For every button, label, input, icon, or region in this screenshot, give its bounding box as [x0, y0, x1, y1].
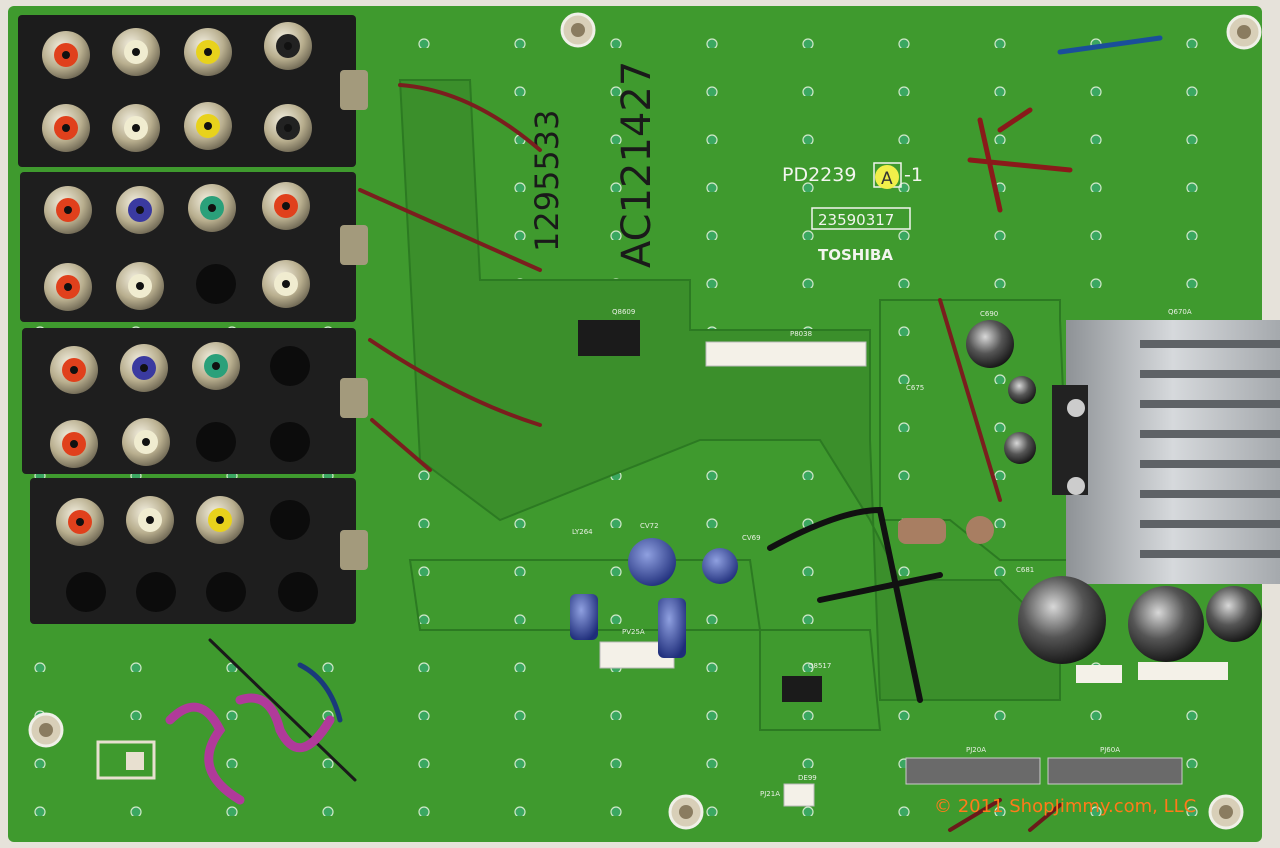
silk-c681: C681: [1016, 566, 1034, 574]
ic-chip: [578, 320, 640, 356]
silk-q8517: Q8517: [808, 662, 831, 670]
header-p8038: [705, 341, 867, 367]
silk-pj60a: PJ60A: [1100, 746, 1120, 754]
handwritten-number-1: 1295533: [528, 109, 566, 252]
heatsink-fin: [1140, 370, 1280, 378]
heatsink-fin: [1140, 460, 1280, 468]
empty-jack-socket: [270, 346, 310, 386]
ground-symbol: [96, 740, 156, 780]
trace-region: [398, 79, 1061, 701]
heatsink-fin: [1140, 400, 1280, 408]
ffc-connector-pj20a: [905, 757, 1041, 785]
silk-c690: C690: [980, 310, 998, 318]
empty-jack-socket: [196, 422, 236, 462]
heatsink: [1052, 320, 1280, 584]
revision-suffix: -1: [904, 164, 923, 186]
empty-jack-socket: [66, 572, 106, 612]
heatsink-fin: [1140, 490, 1280, 498]
empty-jack-socket: [136, 572, 176, 612]
silk-pj20a: PJ20A: [966, 746, 986, 754]
silk-q8609: Q8609: [612, 308, 635, 316]
silk-p8038: P8038: [790, 330, 812, 338]
silk-pv25a: PV25A: [622, 628, 645, 636]
serial-label: 23590317: [818, 211, 894, 229]
heatsink-fin: [1140, 340, 1280, 348]
marker-scribbles: 1295533 AC121427: [165, 35, 1163, 832]
heatsink-fin: [1140, 550, 1280, 558]
ffc-connector-pj60a: [1047, 757, 1183, 785]
empty-jack-socket: [278, 572, 318, 612]
silk-q670a: Q670A: [1168, 308, 1192, 316]
silk-ly264: LY264: [572, 528, 593, 536]
ic-chip-small: [782, 676, 822, 702]
handwritten-number-2: AC121427: [614, 61, 660, 268]
heatsink-fin: [1140, 430, 1280, 438]
silk-pj21a: PJ21A: [760, 790, 780, 798]
watermark: © 2011 ShopJimmy.com, LLC: [934, 796, 1197, 817]
revision-letter: A: [881, 169, 893, 189]
silk-cv69: CV69: [742, 534, 761, 542]
silk-cv72: CV72: [640, 522, 659, 530]
empty-jack-socket: [270, 422, 310, 462]
empty-jack-socket: [196, 264, 236, 304]
silk-c675: C675: [906, 384, 924, 392]
capacitors: [570, 320, 1262, 664]
header-pj21a: [783, 783, 815, 807]
brand-label: TOSHIBA: [818, 246, 893, 264]
revision-sticker: [875, 165, 899, 189]
heatsink-fin: [1140, 520, 1280, 528]
silk-de99: DE99: [798, 774, 817, 782]
board-model-label: PD2239: [782, 164, 856, 186]
rca-jacks: [42, 22, 318, 612]
empty-jack-socket: [206, 572, 246, 612]
mounting-holes: [28, 12, 1262, 830]
empty-jack-socket: [270, 500, 310, 540]
